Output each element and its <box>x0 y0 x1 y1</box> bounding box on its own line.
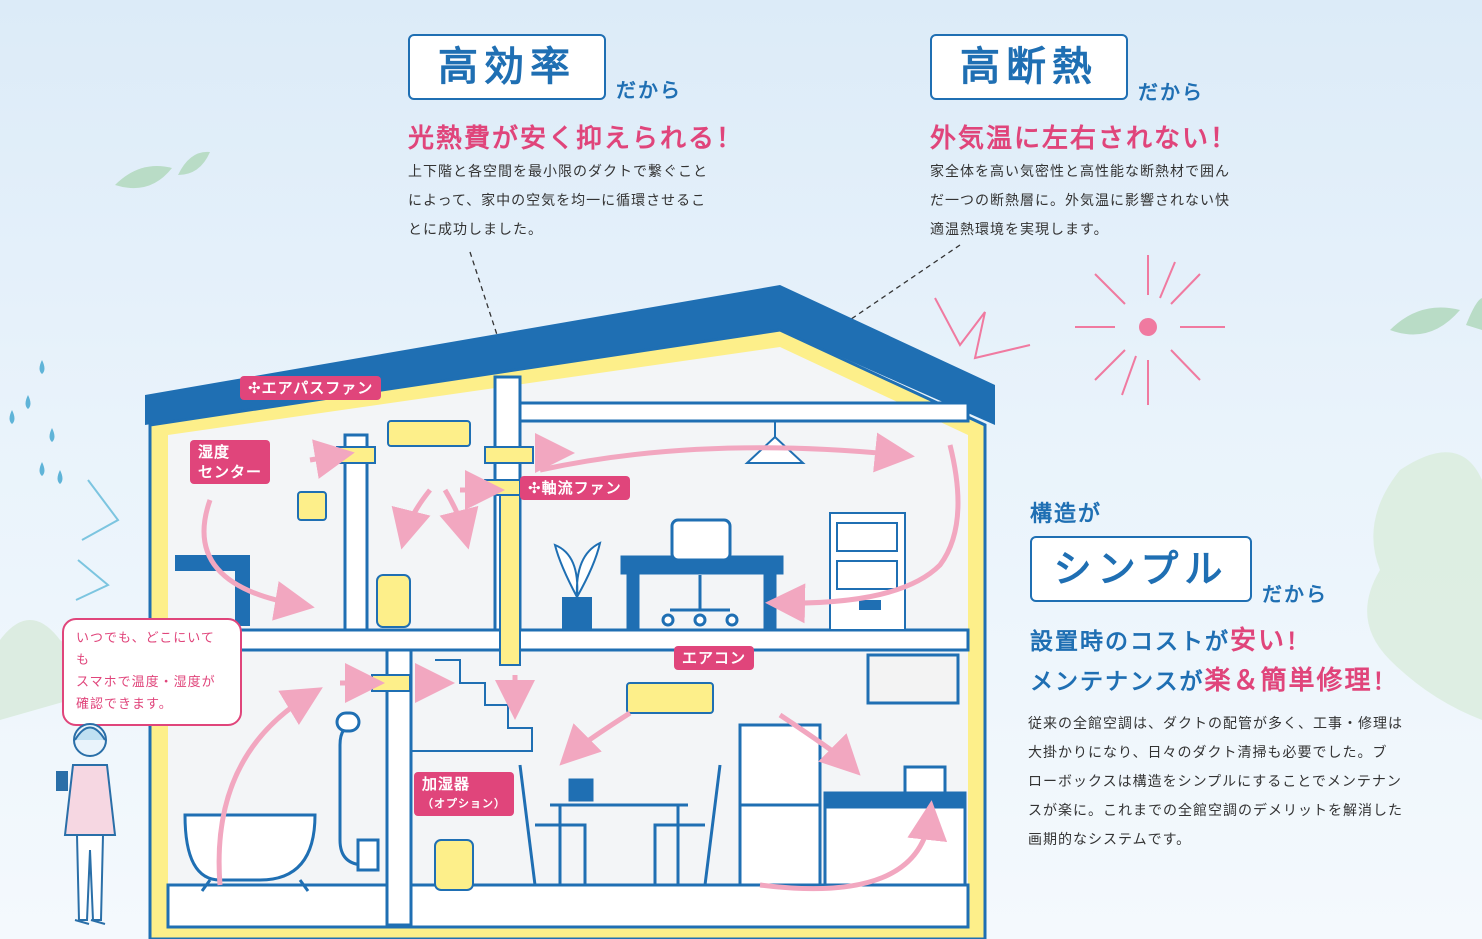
structure-pre-label: 構造が <box>1030 502 1103 527</box>
wind-lines <box>75 479 120 601</box>
tree-right <box>1367 452 1482 720</box>
structure-description: 従来の全館空調は、ダクトの配管が多く、工事・修理は 大掛かりになり、日々のダクト… <box>1028 716 1403 848</box>
sun-icon <box>1075 255 1225 405</box>
leaf-icon <box>115 151 1482 335</box>
efficiency-description: 上下階と各空間を最小限のダクトで繋ぐこと によって、家中の空気を均一に循環させる… <box>408 164 708 238</box>
fan-icon: ✣ <box>528 479 542 497</box>
rain-drop-icon <box>9 360 63 484</box>
high-insulation-title: 高断熱 <box>930 34 1128 100</box>
airflow-arrows <box>201 432 961 892</box>
high-efficiency-title: 高効率 <box>408 34 606 100</box>
maintenance-headline: メンテナンスが楽＆簡単修理！ <box>1030 666 1398 696</box>
aircon-label: エアコン <box>674 646 755 670</box>
outside-temp-headline: 外気温に左右されない！ <box>930 124 1239 154</box>
fridge <box>738 723 822 887</box>
woman-illustration <box>56 723 117 925</box>
zigzag-decor <box>934 297 1031 360</box>
dakara-label-3: だから <box>1262 582 1328 606</box>
fan-icon: ✣ <box>248 379 262 397</box>
axial-fan-label: ✣軸流ファン <box>520 476 630 500</box>
humidity-sensor-label: 湿度 センター <box>190 440 271 484</box>
desk-chair <box>620 518 784 630</box>
utility-cost-headline: 光熱費が安く抑えられる！ <box>408 124 745 154</box>
humidifier-label: 加湿器 （オプション） <box>414 772 514 816</box>
bush-left <box>0 620 78 720</box>
dakara-label-1: だから <box>616 78 682 102</box>
dining-set <box>518 764 722 886</box>
house-diagram <box>145 285 995 939</box>
air-pass-fan-label: ✣エアパスファン <box>240 376 382 400</box>
bookshelf <box>829 512 906 631</box>
plant-icon <box>553 541 602 630</box>
cost-headline: 設置時のコストが安い！ <box>1030 626 1312 656</box>
simple-title: シンプル <box>1030 536 1252 602</box>
dakara-label-2: だから <box>1138 80 1204 104</box>
insulation-description: 家全体を高い気密性と高性能な断熱材で囲ん だ一つの断熱層に。外気温に影響されない… <box>930 164 1230 238</box>
smartphone-speech-bubble: いつでも、どこにいても スマホで温度・湿度が 確認できます。 <box>62 618 242 726</box>
